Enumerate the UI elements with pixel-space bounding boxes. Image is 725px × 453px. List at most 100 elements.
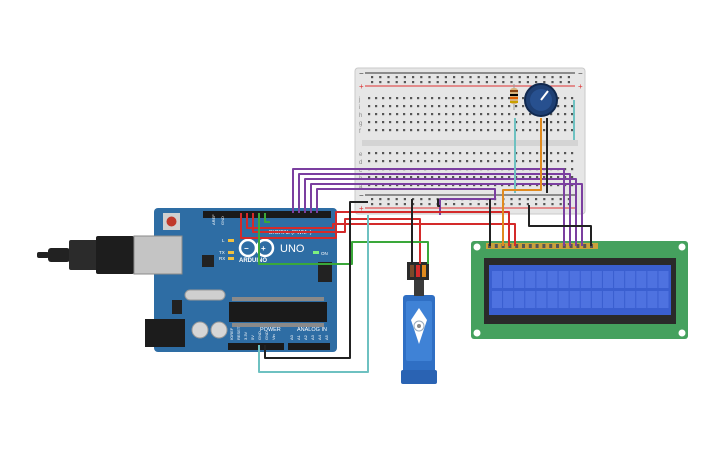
rail-hole [485,76,488,79]
breadboard-hole [515,160,518,163]
breadboard-hole [522,105,525,108]
breadboard-hole [368,129,371,132]
servo-screw [417,324,421,328]
breadboard-hole [389,105,392,108]
breadboard-hole [431,97,434,100]
breadboard-hole [431,105,434,108]
breadboard-hole [438,105,441,108]
breadboard-hole [410,113,413,116]
breadboard-hole [487,176,490,179]
wire-black-5 [528,205,592,246]
lcd-pin [576,244,580,248]
row-letter-g: g [359,121,362,127]
breadboard-hole [571,168,574,171]
rail-hole [453,203,456,206]
breadboard-hole [445,152,448,155]
breadboard-hole [515,113,518,116]
breadboard-hole [501,160,504,163]
analog-pin-label: A5 [324,334,329,340]
rx-led [228,257,234,260]
breadboard-hole [438,113,441,116]
breadboard-hole [410,176,413,179]
analog-label: ANALOG IN [297,327,327,333]
l-led-label: L [222,238,225,243]
breadboard-hole [487,160,490,163]
breadboard-hole [368,97,371,100]
rail-hole [559,203,562,206]
lcd-pin [583,244,587,248]
rail-hole [395,203,398,206]
breadboard-hole [536,121,539,124]
breadboard-hole [424,184,427,187]
breadboard-hole [466,152,469,155]
breadboard-hole [536,184,539,187]
rail-hole [543,203,546,206]
rx-led-label: RX [219,256,225,261]
breadboard-hole [452,176,455,179]
rail-hole [444,203,447,206]
breadboard-hole [438,152,441,155]
breadboard-hole [382,121,385,124]
breadboard-hole [368,121,371,124]
breadboard-hole [473,160,476,163]
breadboard-hole [410,97,413,100]
rail-hole [551,76,554,79]
rail-hole [559,76,562,79]
breadboard-hole [571,184,574,187]
breadboard-hole [557,121,560,124]
rail-hole [559,198,562,201]
rail-hole [412,76,415,79]
breadboard-hole [452,160,455,163]
breadboard-hole [473,152,476,155]
breadboard-hole [417,176,420,179]
breadboard-hole [424,152,427,155]
rail-hole [412,198,415,201]
breadboard-hole [410,152,413,155]
breadboard-hole [543,129,546,132]
breadboard-hole [508,113,511,116]
breadboard-hole [529,184,532,187]
breadboard-hole [515,105,518,108]
rail-hole [494,203,497,206]
breadboard-hole [466,184,469,187]
lcd-cell [603,291,613,308]
breadboard-hole [417,113,420,116]
breadboard-hole [466,105,469,108]
breadboard-hole [480,121,483,124]
rail-hole [387,198,390,201]
power-header [228,343,284,350]
breadboard-hole [487,121,490,124]
breadboard-hole [389,176,392,179]
breadboard-hole [571,152,574,155]
breadboard-hole [389,121,392,124]
rail-hole [477,76,480,79]
breadboard-hole [543,152,546,155]
breadboard-hole [501,176,504,179]
breadboard-hole [480,176,483,179]
rail-hole [526,198,529,201]
breadboard-hole [564,176,567,179]
rail-hole [403,81,406,84]
rail-hole [412,81,415,84]
rail-hole [403,198,406,201]
breadboard-hole [445,160,448,163]
power-pin-label: IOREF [229,327,234,340]
breadboard-hole [494,113,497,116]
breadboard-hole [494,129,497,132]
rail-hole [395,81,398,84]
breadboard-hole [508,160,511,163]
lcd-cell [558,271,569,288]
digital-header [203,211,331,218]
breadboard-hole [431,113,434,116]
breadboard-hole [396,160,399,163]
crystal [184,289,226,301]
breadboard-hole [375,184,378,187]
breadboard-hole [375,160,378,163]
breadboard-hole [522,113,525,116]
power-pin-label: GND [257,331,262,340]
breadboard-hole [550,113,553,116]
breadboard-hole [375,97,378,100]
breadboard-hole [487,97,490,100]
lcd-pin [535,244,539,248]
rail-hole [387,81,390,84]
